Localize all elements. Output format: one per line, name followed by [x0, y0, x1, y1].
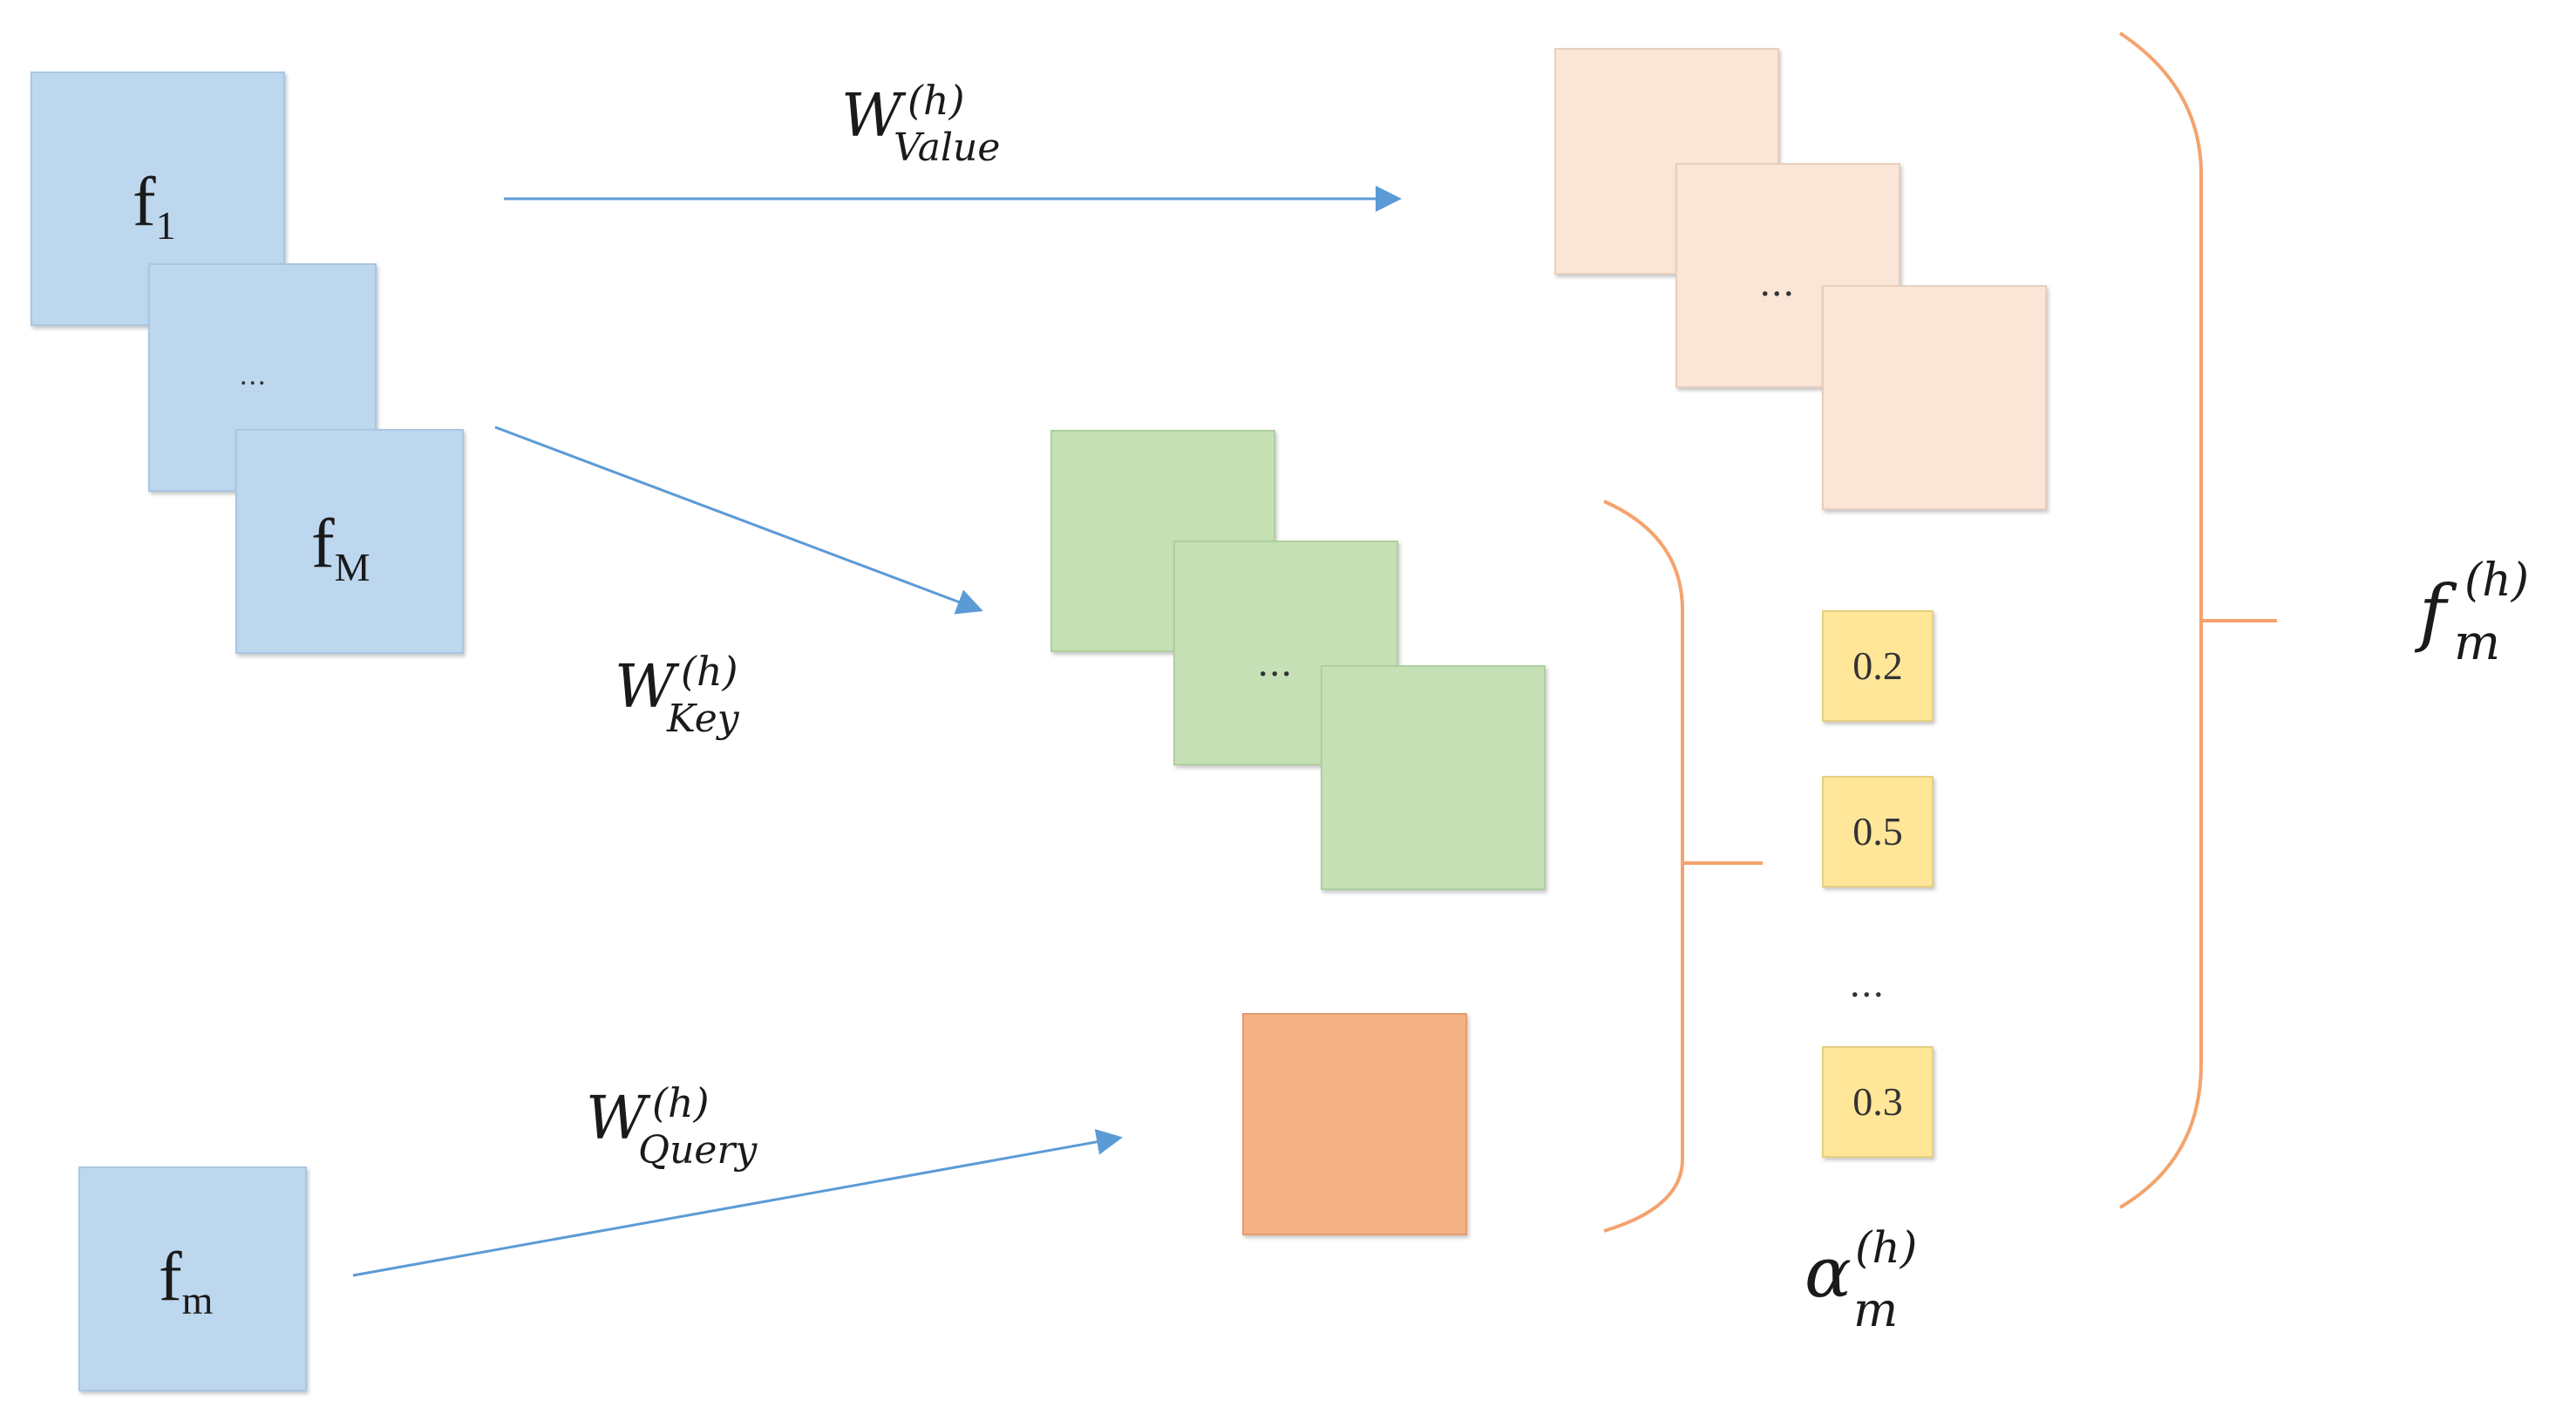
score-ellipsis: ...: [1850, 961, 1886, 1005]
inner-brace: [1603, 500, 1684, 1233]
value-box-3: [1822, 285, 2047, 510]
input-f1-label: f1: [133, 164, 176, 248]
outer-brace: [2118, 31, 2203, 1209]
alpha-label: α (h) m: [1805, 1222, 1918, 1337]
output-label: f (h) m: [2419, 554, 2530, 671]
input-fM-label: fM: [311, 506, 370, 589]
input-fm-label: fm: [159, 1239, 214, 1323]
input-fm-box: fm: [78, 1166, 307, 1391]
query-arrow: [352, 1129, 1123, 1277]
score-value: 0.2: [1852, 643, 1903, 688]
w-value-label: W (h) Value: [841, 77, 1001, 170]
score-box-2: 0.5: [1822, 776, 1934, 887]
score-value: 0.5: [1852, 809, 1903, 853]
score-value: 0.3: [1852, 1079, 1903, 1124]
score-box-3: 0.3: [1822, 1046, 1934, 1158]
key-box-3: [1321, 665, 1546, 890]
w-key-label: W (h) Key: [615, 648, 739, 741]
input-ellipsis: ...: [240, 359, 268, 391]
score-box-1: 0.2: [1822, 610, 1934, 722]
key-ellipsis: ...: [1258, 640, 1294, 684]
w-query-label: W (h) Query: [586, 1079, 758, 1173]
key-arrow: [494, 425, 983, 615]
query-box: [1242, 1013, 1467, 1235]
value-ellipsis: ...: [1760, 260, 1796, 304]
input-fM-box: fM: [235, 429, 464, 654]
